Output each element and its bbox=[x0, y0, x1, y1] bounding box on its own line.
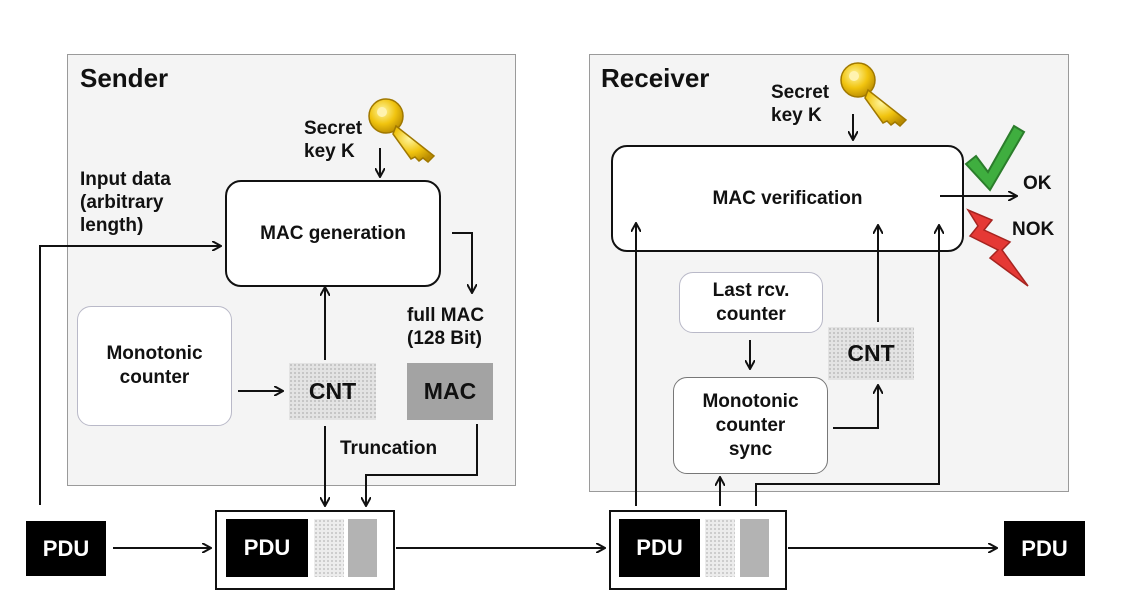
receiver-cnt-box: CNT bbox=[828, 327, 914, 380]
secured-pdu-sender-mac-field bbox=[348, 519, 377, 577]
sender-secret-key-label: Secret key K bbox=[304, 117, 362, 163]
secured-pdu-receiver-cnt-field bbox=[705, 519, 735, 577]
sender-cnt-label: CNT bbox=[308, 378, 357, 404]
monotonic-counter-box: Monotonic counter bbox=[77, 306, 232, 426]
receiver-secret-key-line2: key K bbox=[771, 105, 822, 126]
mac-generation-label: MAC generation bbox=[260, 222, 406, 244]
monotonic-counter-line1: Monotonic bbox=[106, 343, 203, 364]
input-data-line3: length) bbox=[80, 215, 144, 236]
receiver-title: Receiver bbox=[601, 63, 710, 93]
key-icon bbox=[368, 98, 436, 164]
ok-label: OK bbox=[1023, 173, 1052, 194]
receiver-panel bbox=[589, 54, 1069, 492]
receiver-secret-key-label: Secret key K bbox=[771, 81, 829, 127]
input-pdu: PDU bbox=[26, 521, 106, 576]
input-data-line1: Input data bbox=[80, 169, 171, 190]
input-data-line2: (arbitrary bbox=[80, 192, 164, 213]
sender-title: Sender bbox=[80, 63, 169, 93]
mac-verification-box: MAC verification bbox=[611, 145, 964, 252]
output-pdu-label: PDU bbox=[1021, 535, 1068, 561]
secured-pdu-receiver-mac-field bbox=[740, 519, 769, 577]
checkmark-icon bbox=[964, 124, 1026, 192]
full-mac-line1: full MAC bbox=[407, 305, 485, 326]
input-data-label: Input data (arbitrary length) bbox=[80, 168, 171, 237]
nok-label: NOK bbox=[1012, 219, 1055, 240]
full-mac-arrow bbox=[452, 232, 472, 292]
input-pdu-label: PDU bbox=[42, 535, 90, 561]
last-rcv-counter-line2: counter bbox=[716, 303, 786, 325]
secured-pdu-sender-cnt-field bbox=[314, 519, 344, 577]
full-mac-label: full MAC (128 Bit) bbox=[407, 304, 484, 350]
sync-line1: Monotonic bbox=[702, 390, 799, 412]
truncation-label: Truncation bbox=[340, 438, 438, 459]
secured-pdu-sender-label: PDU bbox=[243, 535, 291, 560]
mac-field-to-verification-arrow bbox=[755, 226, 939, 506]
monotonic-counter-sync-box: Monotonic counter sync bbox=[673, 377, 828, 474]
sync-line2: counter bbox=[715, 414, 786, 436]
mac-generation-box: MAC generation bbox=[225, 180, 441, 287]
sync-line3: sync bbox=[728, 438, 773, 460]
sender-secret-key-line2: key K bbox=[304, 141, 355, 162]
full-mac-line2: (128 Bit) bbox=[407, 328, 482, 349]
last-rcv-counter-line1: Last rcv. bbox=[712, 279, 790, 301]
lightning-icon bbox=[966, 208, 1029, 287]
output-pdu: PDU bbox=[1004, 521, 1085, 576]
sender-mac-label: MAC bbox=[423, 378, 477, 404]
sender-secret-key-line1: Secret bbox=[304, 118, 363, 139]
receiver-cnt-label: CNT bbox=[847, 340, 895, 366]
receiver-secret-key-line1: Secret bbox=[771, 82, 830, 103]
last-rcv-counter-box: Last rcv. counter bbox=[679, 272, 823, 333]
truncation-arrow bbox=[366, 424, 478, 505]
input-data-arrow bbox=[39, 246, 220, 505]
secured-pdu-receiver-payload: PDU bbox=[619, 519, 700, 577]
secured-pdu-sender-payload: PDU bbox=[226, 519, 308, 577]
sync-to-cnt-arrow bbox=[833, 386, 878, 429]
sender-cnt-box: CNT bbox=[289, 363, 376, 420]
mac-verification-label: MAC verification bbox=[712, 187, 863, 209]
sender-mac-box: MAC bbox=[407, 363, 493, 420]
monotonic-counter-line2: counter bbox=[119, 367, 190, 388]
secured-pdu-receiver-label: PDU bbox=[636, 535, 683, 560]
key-icon bbox=[840, 62, 908, 128]
